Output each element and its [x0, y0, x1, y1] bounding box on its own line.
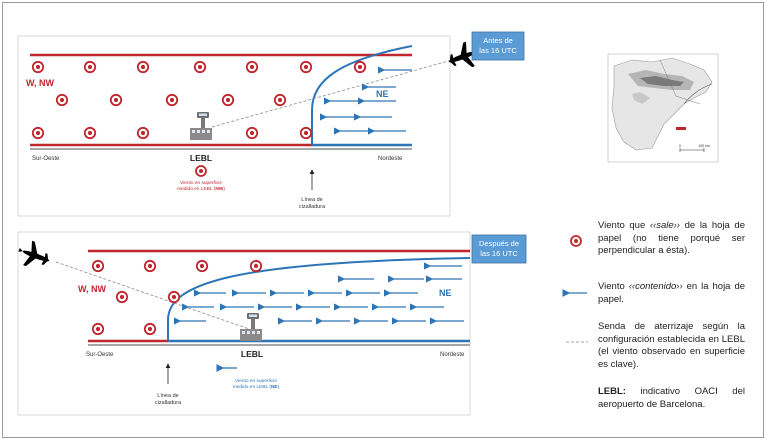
bottom-measure-line2: medido en LEBL (NE) — [233, 384, 280, 390]
wind-out-symbol — [193, 60, 207, 74]
bottom-shear-line1: Línea de — [157, 393, 178, 399]
wind-out-symbol — [55, 93, 69, 107]
wind-out-symbol — [245, 60, 259, 74]
map-border — [659, 59, 701, 105]
wind-out-symbol — [273, 93, 287, 107]
bottom-wind-w-label: W, NW — [78, 284, 106, 294]
control-tower-icon — [190, 112, 212, 140]
top-shear-line2: cizalladura — [299, 204, 326, 210]
bottom-landing-path — [55, 261, 253, 331]
top-sw-label: Sur-Oeste — [32, 156, 60, 162]
wind-out-symbol — [136, 126, 150, 140]
wind-out-symbol — [109, 93, 123, 107]
wind-out-symbol — [83, 60, 97, 74]
wind-out-symbol — [165, 93, 179, 107]
wind-out-symbol — [221, 93, 235, 107]
map-peaks — [640, 76, 684, 86]
bottom-time-box — [471, 234, 527, 264]
top-ne-direction-label: Nordeste — [378, 156, 403, 162]
wind-out-symbol — [143, 259, 157, 273]
bottom-sw-label: Sur-Oeste — [86, 352, 114, 358]
wind-out-symbol — [245, 126, 259, 140]
map-coastline — [683, 83, 713, 105]
top-shear-line1: Línea de — [301, 197, 322, 203]
airplane-icon-bottom — [18, 240, 50, 267]
map-airport-marker — [676, 127, 686, 130]
airplane-icon — [446, 41, 480, 68]
top-measured-wind-symbol — [195, 165, 207, 177]
bottom-ne-direction-label: Nordeste — [440, 352, 465, 358]
legend-item-wind-out: Viento que ‹‹sale›› de la hoja de papel … — [598, 220, 745, 256]
top-landing-path — [211, 59, 453, 128]
wind-out-symbol — [83, 126, 97, 140]
wind-out-of-page-icon — [570, 235, 582, 247]
map-scale-left: 0 — [679, 144, 681, 148]
wind-out-symbol — [143, 322, 157, 336]
map-scale-right: 100 km — [698, 144, 710, 148]
control-tower-icon-bottom — [240, 313, 262, 341]
bottom-panel: Después de las 16 UTC W, NW NE Sur-Oeste… — [17, 231, 527, 416]
wind-out-symbol — [31, 126, 45, 140]
legend-item-landing-path: Senda de aterrizaje según la configuraci… — [598, 321, 745, 370]
map-inset: 0 100 km — [607, 53, 719, 163]
bottom-panel-border — [17, 231, 471, 416]
top-wind-ne-label: NE — [376, 89, 389, 99]
top-measure-line1: Viento en superficie — [180, 180, 222, 186]
wind-out-symbol — [353, 60, 367, 74]
wind-out-symbol — [299, 60, 313, 74]
bottom-measure-line1: Viento en superficie — [235, 378, 277, 384]
top-time-box-line1: Antes de — [483, 36, 513, 45]
wind-out-symbol — [195, 259, 209, 273]
bottom-shear-line2: cizalladura — [155, 400, 182, 406]
top-panel: Antes de las 16 UTC W, NW NE Sur-Oeste N… — [17, 31, 525, 217]
bottom-time-box-line1: Después de — [479, 239, 519, 248]
bottom-wind-ne-label: NE — [439, 288, 452, 298]
top-time-box — [471, 31, 525, 61]
legend-item-lebl: LEBL: indicativo OACI del aeropuerto de … — [598, 386, 745, 410]
top-measure-line2: medido en LEBL (NW) — [177, 186, 225, 192]
map-hills — [632, 92, 650, 104]
wind-out-symbol — [91, 322, 105, 336]
wind-out-symbol — [299, 126, 313, 140]
wind-out-symbol — [31, 60, 45, 74]
top-airport-label: LEBL — [190, 153, 212, 163]
top-shear-curve — [311, 45, 413, 145]
bottom-airport-label: LEBL — [241, 349, 263, 359]
top-panel-border — [17, 35, 451, 217]
bottom-shear-curve — [167, 257, 471, 341]
top-wind-w-label: W, NW — [26, 78, 54, 88]
legend-symbols — [562, 235, 588, 343]
bottom-time-box-line2: las 16 UTC — [480, 249, 518, 258]
wind-out-symbol — [91, 259, 105, 273]
wind-out-symbol — [249, 259, 263, 273]
wind-out-symbol — [115, 290, 129, 304]
top-time-box-line2: las 16 UTC — [479, 46, 517, 55]
wind-out-symbol — [167, 290, 181, 304]
wind-out-symbol — [136, 60, 150, 74]
legend-item-wind-in: Viento ‹‹contenido›› en la hoja de papel… — [598, 281, 746, 305]
